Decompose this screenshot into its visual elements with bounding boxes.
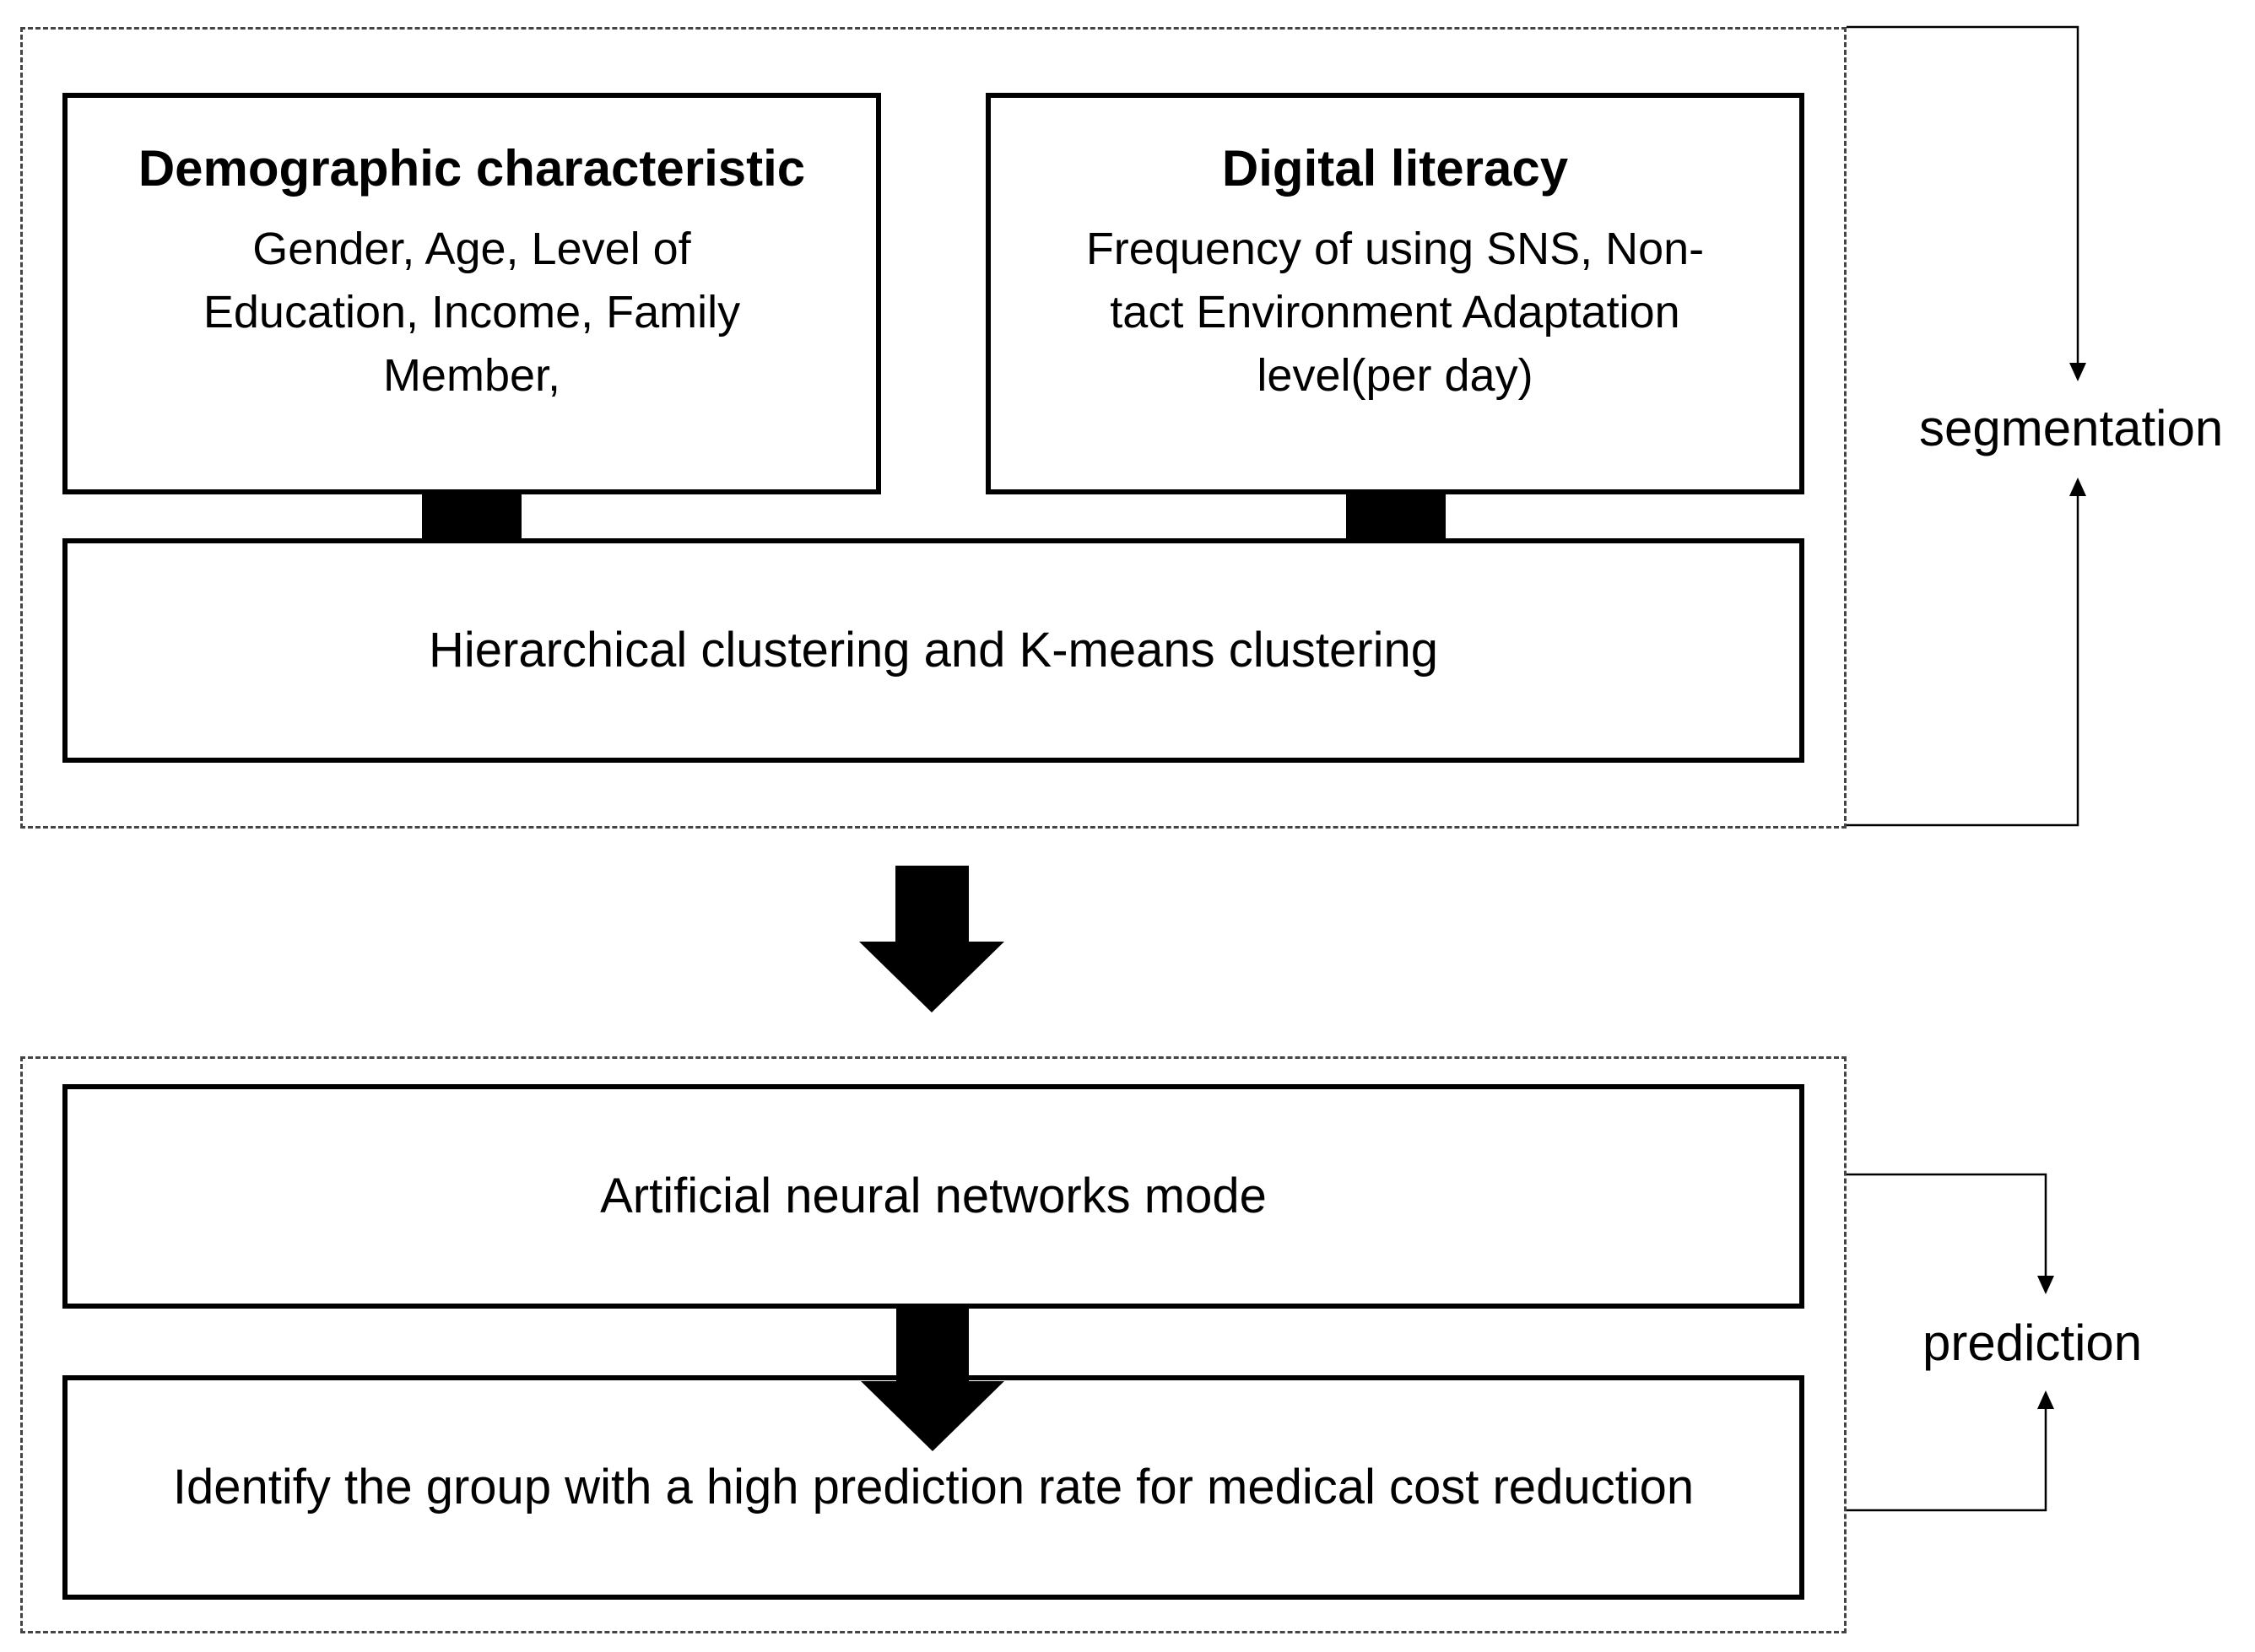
ann-model-box: Artificial neural networks mode (62, 1084, 1804, 1309)
prediction-up-arrowhead-icon (2037, 1390, 2054, 1409)
demographic-characteristic-box: Demographic characteristic Gender, Age, … (62, 93, 881, 494)
prediction-region (20, 1056, 1847, 1633)
digital-literacy-title: Digital literacy (1221, 139, 1569, 197)
prediction-down-arrowhead-icon (2037, 1276, 2054, 1294)
segmentation-bracket (1847, 25, 2079, 827)
demographic-title: Demographic characteristic (138, 139, 806, 197)
demographic-description-line: Gender, Age, Level of (252, 223, 691, 274)
digital-literacy-connector (1346, 494, 1446, 542)
digital-literacy-description-line: tact Environment Adaptation (1110, 286, 1680, 337)
down-arrow-icon (859, 866, 1004, 1012)
digital-literacy-description-line: Frequency of using SNS, Non- (1085, 223, 1705, 274)
segmentation-region (20, 27, 1847, 829)
segmentation-label: segmentation (1919, 400, 2224, 456)
inner-down-arrow-icon (861, 1309, 1004, 1451)
digital-literacy-box: Digital literacy Frequency of using SNS,… (986, 93, 1804, 494)
demographic-description-line: Member, (382, 349, 561, 401)
digital-literacy-description: Frequency of using SNS, Non- tact Enviro… (1086, 218, 1704, 408)
ann-model-text: Artificial neural networks mode (600, 1169, 1267, 1224)
segmentation-up-arrowhead-icon (2069, 478, 2086, 496)
demographic-description-line: Education, Income, Family (203, 286, 741, 337)
digital-literacy-description-line: level(per day) (1257, 349, 1533, 401)
clustering-text: Hierarchical clustering and K-means clus… (429, 623, 1438, 678)
identify-group-text: Identify the group with a high predictio… (172, 1460, 1695, 1515)
prediction-label: prediction (1922, 1315, 2143, 1371)
demographic-connector (422, 494, 522, 542)
demographic-description: Gender, Age, Level of Education, Income,… (203, 218, 740, 408)
segmentation-down-arrowhead-icon (2069, 363, 2086, 381)
clustering-box: Hierarchical clustering and K-means clus… (62, 538, 1804, 763)
prediction-bracket (1847, 1173, 2047, 1512)
